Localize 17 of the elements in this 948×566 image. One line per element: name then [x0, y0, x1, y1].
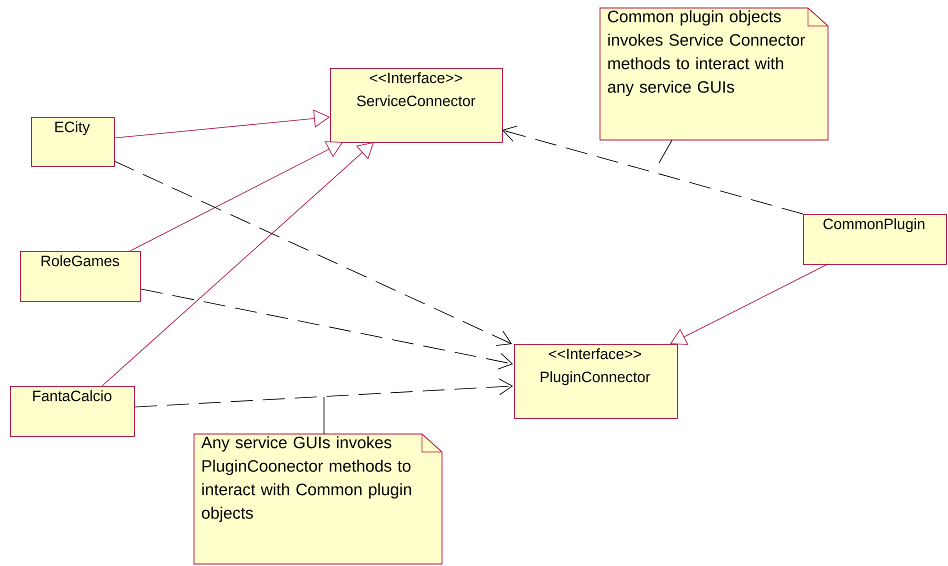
class-box: FantaCalcio [10, 386, 135, 437]
arrow [670, 264, 828, 345]
arrow [114, 110, 330, 138]
arrow [140, 288, 513, 370]
note-box: Common plugin objects invokes Service Connector methods to interact with any service GUIs [600, 8, 828, 140]
arrow [102, 142, 374, 386]
arrow [114, 160, 512, 346]
class-box: RoleGames [20, 251, 141, 302]
class-box: CommonPlugin [803, 214, 947, 265]
arrow [502, 126, 804, 214]
arrow [130, 141, 343, 252]
note-anchor-line [658, 140, 672, 164]
class-box: ECity [31, 117, 115, 167]
note-box: Any service GUIs invokes PluginCoonector methods to interact with Common plugin objects [194, 434, 442, 564]
arrow [134, 378, 513, 408]
class-box: <<Interface>> ServiceConnector [330, 68, 503, 143]
class-box: <<Interface>> PluginConnector [514, 344, 678, 419]
